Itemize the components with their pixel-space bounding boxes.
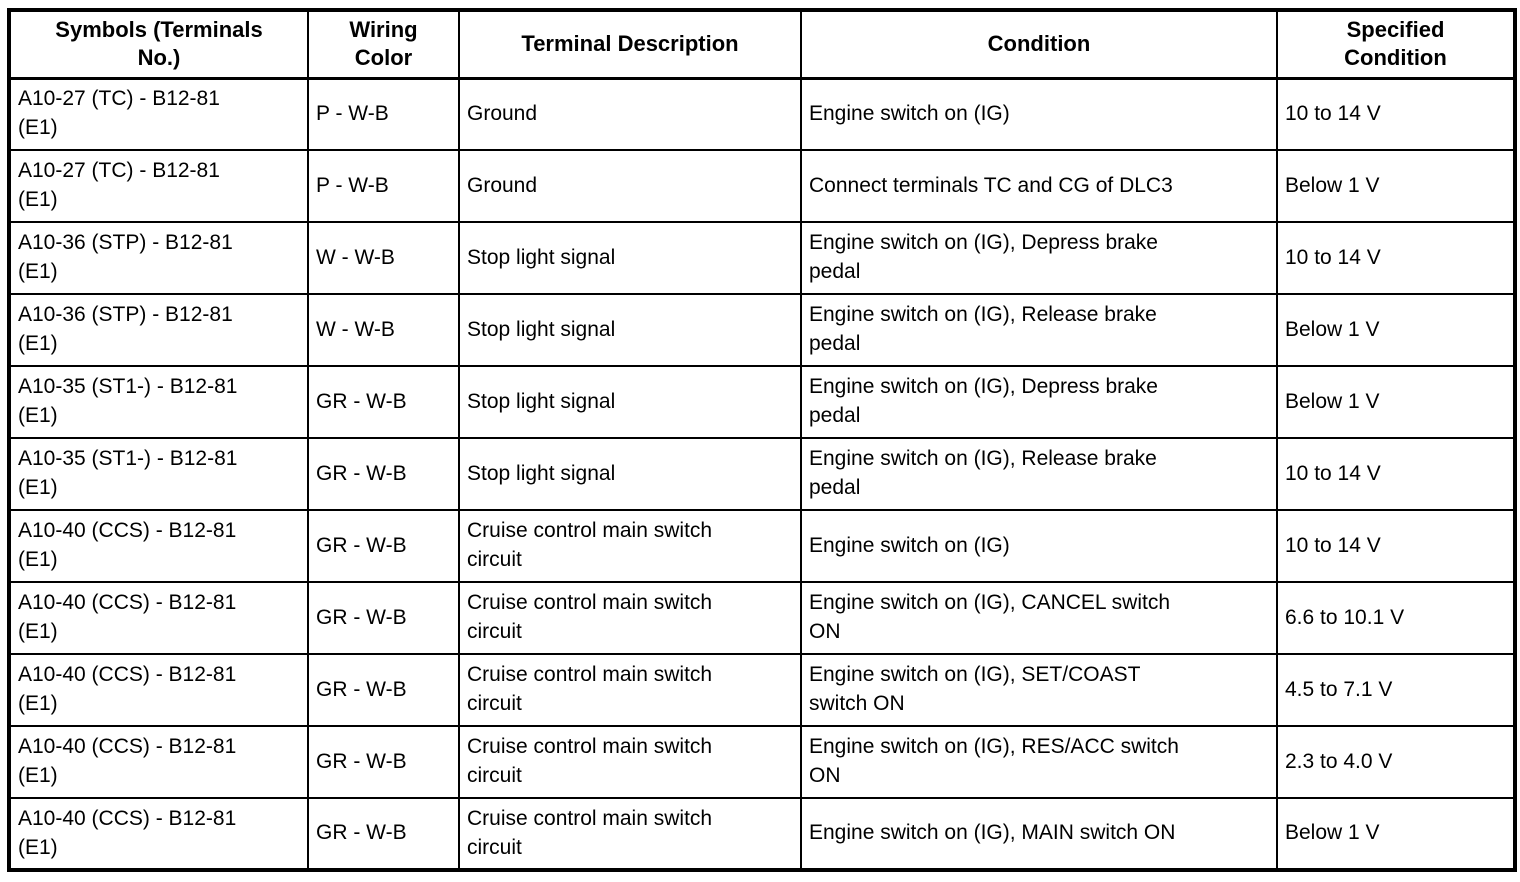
column-header-symbols: Symbols (Terminals No.) <box>8 9 309 80</box>
cell-terminal-description: Ground <box>458 77 802 151</box>
cell-symbols: A10-27 (TC) - B12-81 (E1) <box>8 149 309 223</box>
cell-wiring-color: GR - W-B <box>307 581 460 655</box>
table-row: A10-40 (CCS) - B12-81 (E1) GR - W-B Crui… <box>8 509 1516 583</box>
column-header-terminal-description: Terminal Description <box>458 9 802 80</box>
table-row: A10-40 (CCS) - B12-81 (E1) GR - W-B Crui… <box>8 653 1516 727</box>
cell-symbols: A10-36 (STP) - B12-81 (E1) <box>8 221 309 295</box>
cell-condition: Engine switch on (IG), Depress brake ped… <box>800 365 1278 439</box>
cell-symbols: A10-35 (ST1-) - B12-81 (E1) <box>8 437 309 511</box>
table-row: A10-40 (CCS) - B12-81 (E1) GR - W-B Crui… <box>8 581 1516 655</box>
cell-condition: Engine switch on (IG), SET/COAST switch … <box>800 653 1278 727</box>
cell-wiring-color: P - W-B <box>307 77 460 151</box>
cell-specified-condition: 10 to 14 V <box>1276 437 1516 511</box>
cell-terminal-description: Cruise control main switch circuit <box>458 653 802 727</box>
cell-wiring-color: GR - W-B <box>307 725 460 799</box>
cell-wiring-color: GR - W-B <box>307 437 460 511</box>
table-row: A10-35 (ST1-) - B12-81 (E1) GR - W-B Sto… <box>8 365 1516 439</box>
cell-symbols: A10-36 (STP) - B12-81 (E1) <box>8 293 309 367</box>
terminal-voltage-table: Symbols (Terminals No.) Wiring Color Ter… <box>7 8 1517 872</box>
cell-condition: Engine switch on (IG), MAIN switch ON <box>800 797 1278 871</box>
cell-wiring-color: GR - W-B <box>307 797 460 871</box>
cell-terminal-description: Cruise control main switch circuit <box>458 581 802 655</box>
cell-specified-condition: Below 1 V <box>1276 797 1516 871</box>
cell-condition: Engine switch on (IG) <box>800 509 1278 583</box>
cell-specified-condition: Below 1 V <box>1276 149 1516 223</box>
cell-symbols: A10-40 (CCS) - B12-81 (E1) <box>8 797 309 871</box>
table-header-row: Symbols (Terminals No.) Wiring Color Ter… <box>8 9 1516 80</box>
cell-condition: Engine switch on (IG), Release brake ped… <box>800 437 1278 511</box>
cell-wiring-color: P - W-B <box>307 149 460 223</box>
cell-terminal-description: Ground <box>458 149 802 223</box>
cell-wiring-color: W - W-B <box>307 293 460 367</box>
cell-terminal-description: Stop light signal <box>458 365 802 439</box>
cell-terminal-description: Cruise control main switch circuit <box>458 797 802 871</box>
table-row: A10-27 (TC) - B12-81 (E1) P - W-B Ground… <box>8 77 1516 151</box>
cell-specified-condition: 10 to 14 V <box>1276 77 1516 151</box>
cell-condition: Engine switch on (IG), Release brake ped… <box>800 293 1278 367</box>
cell-condition: Engine switch on (IG), Depress brake ped… <box>800 221 1278 295</box>
cell-symbols: A10-27 (TC) - B12-81 (E1) <box>8 77 309 151</box>
cell-specified-condition: Below 1 V <box>1276 293 1516 367</box>
table-row: A10-40 (CCS) - B12-81 (E1) GR - W-B Crui… <box>8 797 1516 871</box>
cell-specified-condition: 6.6 to 10.1 V <box>1276 581 1516 655</box>
table-row: A10-40 (CCS) - B12-81 (E1) GR - W-B Crui… <box>8 725 1516 799</box>
cell-specified-condition: 10 to 14 V <box>1276 221 1516 295</box>
table-row: A10-27 (TC) - B12-81 (E1) P - W-B Ground… <box>8 149 1516 223</box>
cell-condition: Engine switch on (IG) <box>800 77 1278 151</box>
cell-symbols: A10-40 (CCS) - B12-81 (E1) <box>8 581 309 655</box>
cell-wiring-color: GR - W-B <box>307 653 460 727</box>
cell-terminal-description: Cruise control main switch circuit <box>458 725 802 799</box>
cell-condition: Engine switch on (IG), RES/ACC switch ON <box>800 725 1278 799</box>
cell-symbols: A10-35 (ST1-) - B12-81 (E1) <box>8 365 309 439</box>
column-header-condition: Condition <box>800 9 1278 80</box>
cell-terminal-description: Stop light signal <box>458 293 802 367</box>
cell-terminal-description: Stop light signal <box>458 221 802 295</box>
cell-terminal-description: Stop light signal <box>458 437 802 511</box>
cell-symbols: A10-40 (CCS) - B12-81 (E1) <box>8 509 309 583</box>
cell-wiring-color: W - W-B <box>307 221 460 295</box>
column-header-wiring-color: Wiring Color <box>307 9 460 80</box>
cell-terminal-description: Cruise control main switch circuit <box>458 509 802 583</box>
table-row: A10-36 (STP) - B12-81 (E1) W - W-B Stop … <box>8 221 1516 295</box>
table-row: A10-35 (ST1-) - B12-81 (E1) GR - W-B Sto… <box>8 437 1516 511</box>
cell-symbols: A10-40 (CCS) - B12-81 (E1) <box>8 725 309 799</box>
cell-specified-condition: 10 to 14 V <box>1276 509 1516 583</box>
cell-symbols: A10-40 (CCS) - B12-81 (E1) <box>8 653 309 727</box>
cell-condition: Connect terminals TC and CG of DLC3 <box>800 149 1278 223</box>
column-header-specified-condition: Specified Condition <box>1276 9 1516 80</box>
cell-condition: Engine switch on (IG), CANCEL switch ON <box>800 581 1278 655</box>
cell-wiring-color: GR - W-B <box>307 509 460 583</box>
cell-specified-condition: 2.3 to 4.0 V <box>1276 725 1516 799</box>
cell-specified-condition: 4.5 to 7.1 V <box>1276 653 1516 727</box>
cell-wiring-color: GR - W-B <box>307 365 460 439</box>
cell-specified-condition: Below 1 V <box>1276 365 1516 439</box>
table-row: A10-36 (STP) - B12-81 (E1) W - W-B Stop … <box>8 293 1516 367</box>
